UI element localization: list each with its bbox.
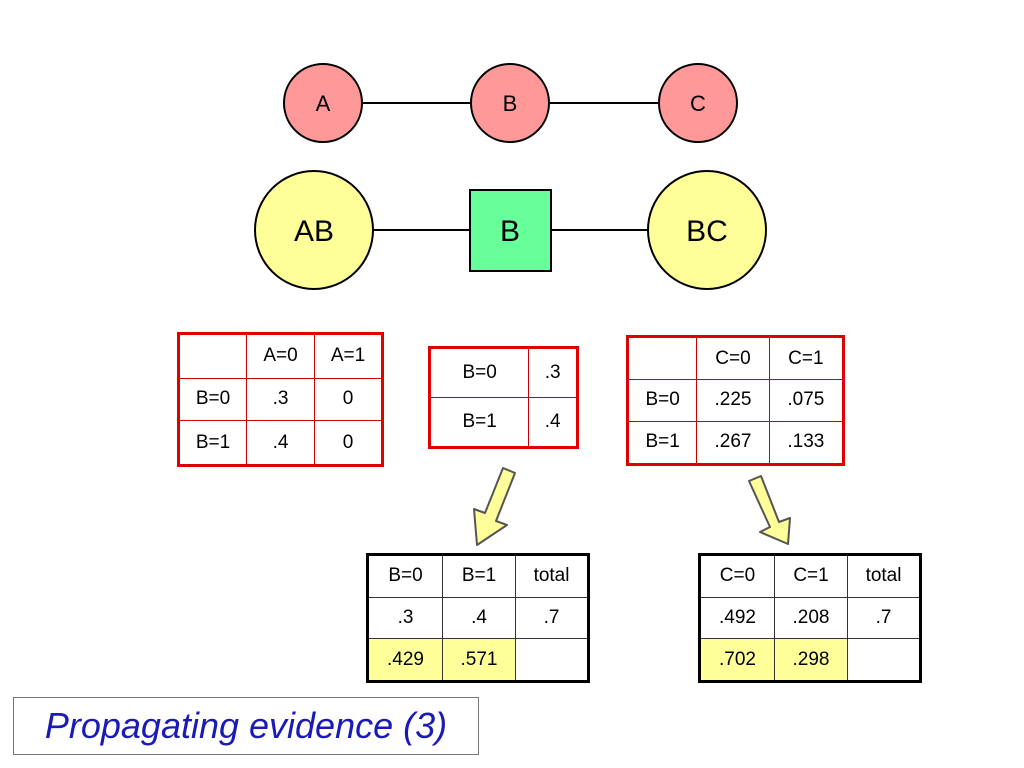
table-b-result-cell: .7 xyxy=(515,596,589,640)
table-bc-potential: C=0 C=1 B=0 .225 .075 B=1 .267 .133 xyxy=(626,335,845,466)
table-ab-corner xyxy=(178,333,247,379)
table-bc-corner xyxy=(626,335,698,381)
table-b-result-empty-cell xyxy=(515,638,589,682)
table-b-result-cell: .3 xyxy=(367,596,443,640)
slide-caption-box: Propagating evidence (3) xyxy=(13,697,479,755)
separator-node-b-label: B xyxy=(500,215,520,248)
table-ab-col-header: A=0 xyxy=(246,333,315,379)
clique-node-ab-label: AB xyxy=(294,215,334,248)
table-bc-col-header: C=0 xyxy=(696,335,770,381)
table-c-result-cell: .7 xyxy=(847,596,921,640)
clique-node-ab: AB xyxy=(254,170,374,290)
table-bc-row-header: B=0 xyxy=(626,379,698,422)
table-bc-cell: .075 xyxy=(768,379,845,422)
clique-node-bc: BC xyxy=(647,170,767,290)
table-b-result-header: total xyxy=(515,554,589,598)
table-b-result-normalized-cell: .571 xyxy=(441,638,517,682)
table-b-result-normalized-cell: .429 xyxy=(367,638,443,682)
table-b-result-header: B=0 xyxy=(367,554,443,598)
node-a-label: A xyxy=(316,91,331,116)
table-b-result-header: B=1 xyxy=(441,554,517,598)
table-ab-potential: A=0 A=1 B=0 .3 0 B=1 .4 0 xyxy=(177,332,384,467)
table-c-result-header: C=0 xyxy=(699,554,775,598)
table-ab-row-header: B=1 xyxy=(178,420,247,466)
node-c-label: C xyxy=(690,91,706,116)
table-ab-cell: 0 xyxy=(314,420,383,466)
table-bc-cell: .267 xyxy=(696,420,770,466)
table-b-result-cell: .4 xyxy=(441,596,517,640)
table-ab-cell: 0 xyxy=(314,377,383,422)
table-c-result-cell: .492 xyxy=(699,596,775,640)
table-b-result: B=0 B=1 total .3 .4 .7 .429 .571 xyxy=(366,553,590,683)
slide-caption: Propagating evidence (3) xyxy=(44,705,448,746)
table-b-cell: .3 xyxy=(528,347,578,398)
table-ab-cell: .4 xyxy=(246,420,315,466)
table-b-cell: .4 xyxy=(528,397,578,448)
table-c-result-header: total xyxy=(847,554,921,598)
table-c-result-normalized-cell: .298 xyxy=(773,638,849,682)
table-b-separator: B=0 .3 B=1 .4 xyxy=(428,346,579,449)
table-ab-col-header: A=1 xyxy=(314,333,383,379)
table-c-result-cell: .208 xyxy=(773,596,849,640)
table-b-row-header: B=0 xyxy=(428,347,530,398)
table-bc-row-header: B=1 xyxy=(626,420,698,466)
table-bc-col-header: C=1 xyxy=(768,335,845,381)
table-b-row-header: B=1 xyxy=(428,397,530,448)
arrow-down-right-icon xyxy=(748,475,791,545)
node-a: A xyxy=(283,63,363,143)
table-ab-cell: .3 xyxy=(246,377,315,422)
separator-node-b: B xyxy=(469,189,552,272)
table-c-result-empty-cell xyxy=(847,638,921,682)
node-b-label: B xyxy=(503,91,518,116)
table-bc-cell: .133 xyxy=(768,420,845,466)
node-b: B xyxy=(470,63,550,143)
clique-node-bc-label: BC xyxy=(686,215,728,248)
table-c-result-header: C=1 xyxy=(773,554,849,598)
arrow-down-left-icon xyxy=(473,467,516,546)
table-bc-cell: .225 xyxy=(696,379,770,422)
table-ab-row-header: B=0 xyxy=(178,377,247,422)
table-c-result: C=0 C=1 total .492 .208 .7 .702 .298 xyxy=(698,553,922,683)
table-c-result-normalized-cell: .702 xyxy=(699,638,775,682)
node-c: C xyxy=(658,63,738,143)
